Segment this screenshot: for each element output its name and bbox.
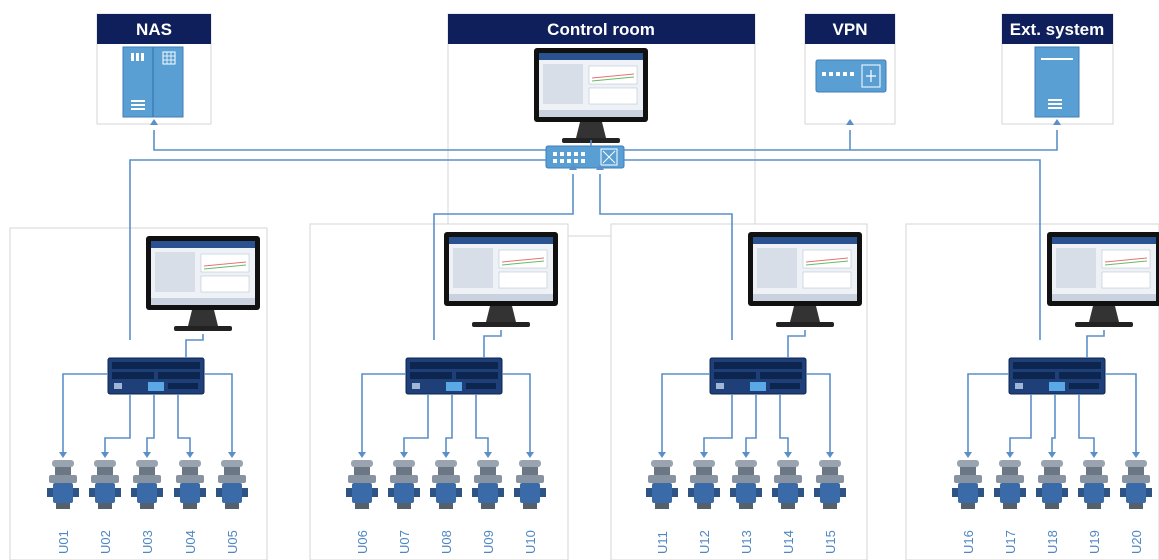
unit-label: U06 <box>355 530 370 554</box>
unit-label: U08 <box>439 530 454 554</box>
unit-label: U14 <box>781 530 796 554</box>
unit-link <box>177 394 191 452</box>
unit-link <box>661 373 710 452</box>
vpn-title: VPN <box>833 20 868 39</box>
io-device <box>107 357 205 395</box>
unit-link <box>502 373 531 452</box>
vpn-header: VPN <box>805 14 895 44</box>
io-device <box>405 357 503 395</box>
unit-label: U17 <box>1003 530 1018 554</box>
unit-label: U02 <box>98 530 113 554</box>
unit-label: U19 <box>1087 530 1102 554</box>
io-device <box>709 357 807 395</box>
unit-link <box>745 394 757 452</box>
unit-link <box>475 394 489 452</box>
ext-system-title: Ext. system <box>1010 20 1105 39</box>
unit-link <box>967 373 1009 452</box>
unit-label: U13 <box>739 530 754 554</box>
unit-label: U12 <box>697 530 712 554</box>
unit-label: U18 <box>1045 530 1060 554</box>
tower-server-icon <box>1034 46 1080 118</box>
unit-label: U15 <box>823 530 838 554</box>
unit-link <box>104 394 131 452</box>
station-4: U16 U17 U18 U19 U20 <box>952 231 1159 554</box>
unit-label: U03 <box>140 530 155 554</box>
nas-title: NAS <box>136 20 172 39</box>
device-monitor-link <box>787 330 806 358</box>
unit-link <box>1009 394 1032 452</box>
server-cabinet-icon <box>122 46 184 118</box>
station-2: U06 U07 U08 U09 U10 <box>346 231 559 554</box>
unit-label: U01 <box>56 530 71 554</box>
ext-system-header: Ext. system <box>1002 14 1113 44</box>
unit-label: U20 <box>1129 530 1144 554</box>
unit-link <box>703 394 733 452</box>
unit-link <box>1078 394 1095 452</box>
unit-label: U05 <box>225 530 240 554</box>
device-monitor-link <box>1086 330 1105 358</box>
control-room-title: Control room <box>547 20 655 39</box>
device-monitor-link <box>185 334 204 358</box>
network-switch-icon <box>545 145 625 169</box>
unit-link <box>361 373 406 452</box>
station-3: U11 U12 U13 U14 U15 <box>646 231 863 554</box>
unit-link <box>779 394 789 452</box>
unit-link <box>1105 373 1137 452</box>
station-1: U01 U02 U03 U04 U05 <box>47 235 261 554</box>
unit-link <box>403 394 429 452</box>
unit-link <box>1051 394 1056 452</box>
unit-link <box>62 373 108 452</box>
unit-label: U09 <box>481 530 496 554</box>
unit-label: U11 <box>655 531 670 554</box>
unit-link <box>445 394 453 452</box>
io-device <box>1008 357 1106 395</box>
unit-label: U16 <box>961 530 976 554</box>
unit-label: U04 <box>183 530 198 554</box>
vpn-device-icon <box>815 59 887 93</box>
unit-link <box>146 394 155 452</box>
control-room-header: Control room <box>448 14 755 44</box>
unit-label: U07 <box>397 530 412 554</box>
unit-label: U10 <box>523 530 538 554</box>
device-monitor-link <box>483 330 502 358</box>
unit-link <box>806 373 831 452</box>
unit-link <box>204 373 233 452</box>
nas-header: NAS <box>97 14 211 44</box>
backbone-wires <box>129 119 1061 340</box>
